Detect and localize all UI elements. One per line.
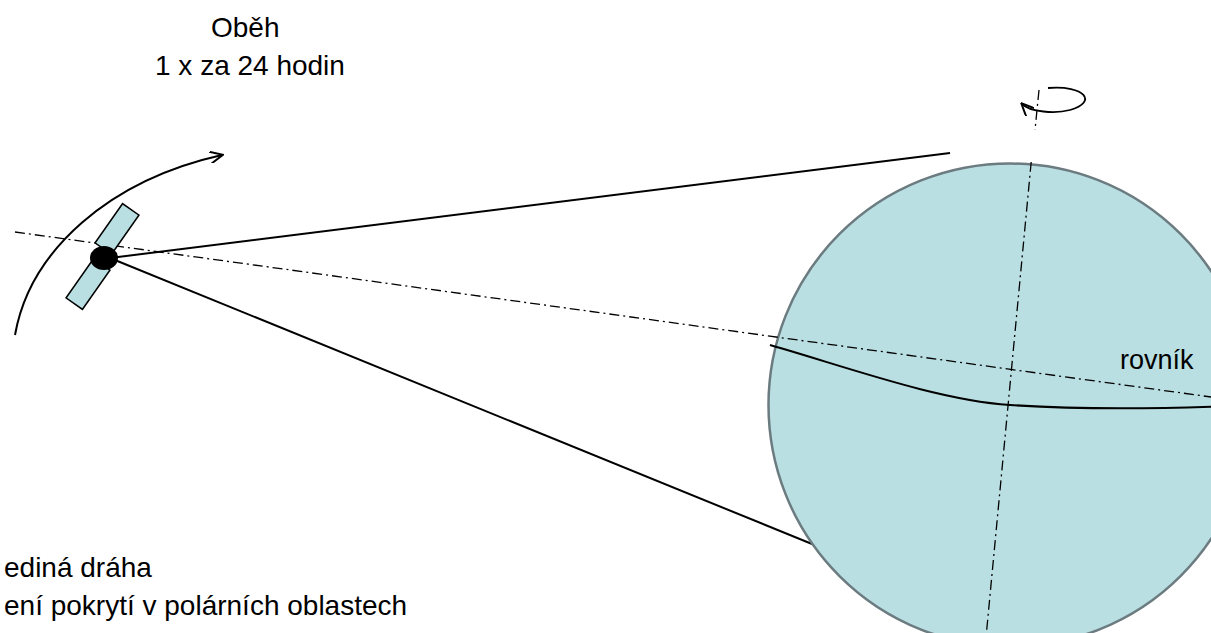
earth-globe: rovník	[767, 162, 1211, 633]
satellite-symbol	[66, 204, 139, 310]
equator-label: rovník	[1118, 345, 1196, 375]
note-text: ení pokrytí v polárních oblastech	[4, 590, 407, 622]
orbit-arrow	[15, 155, 222, 335]
rotation-axis	[985, 162, 1035, 633]
coverage-line	[110, 153, 950, 258]
earth-outline	[767, 162, 1211, 633]
equator-line	[770, 345, 1211, 408]
note-text: ediná dráha	[4, 552, 152, 584]
orbit-label: Oběh	[211, 12, 280, 44]
orbit-label: 1 x za 24 hodin	[155, 50, 345, 82]
satellite-axis	[15, 232, 1211, 397]
rotation-arrow	[1022, 88, 1085, 112]
